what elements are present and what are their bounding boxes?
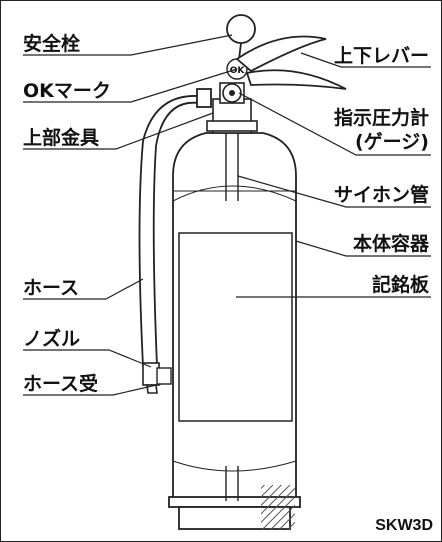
label-hose: ホース	[23, 277, 80, 299]
label-cylinder: 本体容器	[352, 233, 429, 255]
label-pressure-gauge-sub: (ゲージ)	[355, 131, 429, 153]
pressure-gauge-shape	[222, 83, 242, 103]
label-upper-fitting: 上部金具	[23, 127, 100, 149]
label-siphon-tube: サイホン管	[333, 184, 429, 206]
safety-pin-shape	[226, 14, 256, 60]
label-hose-holder: ホース受	[23, 373, 99, 395]
label-ok-mark: OKマーク	[23, 80, 111, 102]
label-safety-pin: 安全栓	[23, 33, 81, 55]
leader-lines	[23, 34, 431, 396]
label-nameplate: 記銘板	[371, 274, 429, 296]
label-nozzle: ノズル	[23, 328, 81, 350]
nameplate-panel	[178, 232, 293, 422]
ok-badge-text: OK	[230, 66, 246, 76]
hose-holder-shape	[156, 367, 172, 385]
model-code: SKW3D	[375, 517, 433, 534]
label-lever: 上下レバー	[333, 45, 429, 67]
hose-shape	[138, 88, 212, 367]
lever-shape	[235, 35, 347, 90]
label-pressure-gauge: 指示圧力計	[333, 107, 429, 129]
